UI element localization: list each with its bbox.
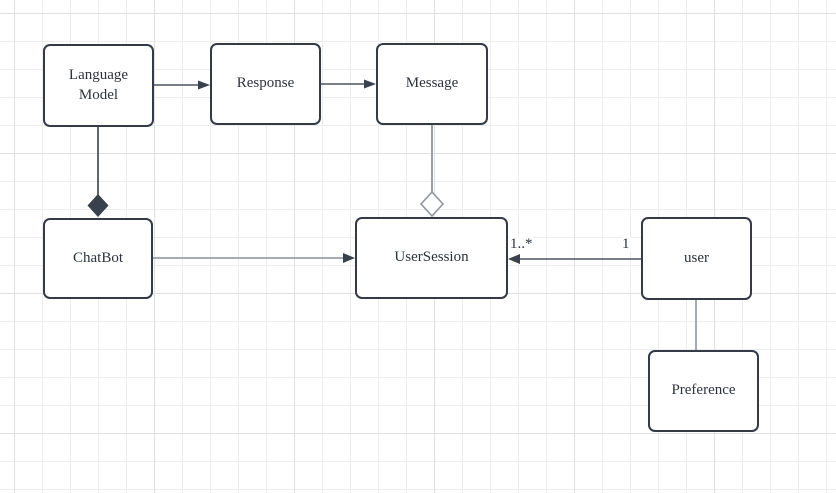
node-label: Preference xyxy=(671,382,736,399)
composition-diamond-icon[interactable] xyxy=(87,194,109,217)
node-message[interactable]: Message xyxy=(376,43,488,125)
node-label: ChatBot xyxy=(72,249,123,266)
edge-language-model-to-response[interactable] xyxy=(154,80,210,90)
node-label: user xyxy=(684,249,709,266)
node-label: Language Model xyxy=(68,67,129,103)
node-preference[interactable]: Preference xyxy=(648,350,759,432)
node-label: Response xyxy=(236,75,295,92)
node-response[interactable]: Response xyxy=(210,43,321,125)
node-chatbot[interactable]: ChatBot xyxy=(43,218,153,299)
edge-message-to-user-session[interactable] xyxy=(419,125,445,218)
arrowhead-icon[interactable] xyxy=(198,80,210,90)
arrowhead-icon[interactable] xyxy=(343,253,355,263)
multiplicity-label-source[interactable]: 1 xyxy=(621,236,631,252)
node-user-session[interactable]: UserSession xyxy=(355,217,508,299)
arrowhead-icon[interactable] xyxy=(508,254,520,264)
edge-response-to-message[interactable] xyxy=(321,79,376,89)
edge-language-model-to-chatbot[interactable] xyxy=(87,127,109,217)
node-language-model[interactable]: Language Model xyxy=(43,44,154,127)
edge-user-to-user-session[interactable] xyxy=(508,254,641,264)
node-label: UserSession xyxy=(394,249,469,266)
arrowhead-icon[interactable] xyxy=(364,79,376,89)
node-label: Message xyxy=(405,75,459,92)
node-user[interactable]: user xyxy=(641,217,752,300)
aggregation-diamond-icon[interactable] xyxy=(419,190,445,218)
edge-chatbot-to-user-session[interactable] xyxy=(153,253,355,263)
multiplicity-label-target[interactable]: 1..* xyxy=(509,236,534,252)
